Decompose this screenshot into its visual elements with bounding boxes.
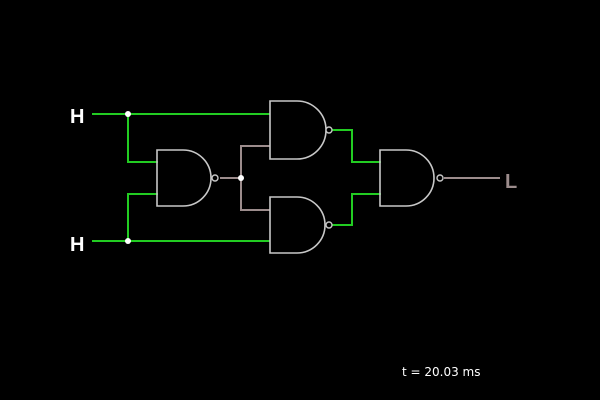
nand-gate-3[interactable] bbox=[269, 196, 333, 254]
nand-gate-2[interactable] bbox=[269, 100, 333, 160]
nand-gate-1[interactable] bbox=[156, 149, 219, 207]
nand-gate-4[interactable] bbox=[379, 149, 444, 207]
high-wires bbox=[92, 113, 381, 242]
wire-g2-to-g4 bbox=[332, 129, 381, 163]
junction-dot-b bbox=[125, 238, 131, 244]
wire-a-to-g1 bbox=[127, 114, 158, 163]
time-readout: t = 20.03 ms bbox=[402, 365, 481, 379]
wire-b-to-g1 bbox=[127, 193, 158, 241]
low-wires bbox=[220, 145, 500, 211]
input-a-label[interactable]: H bbox=[70, 106, 84, 128]
input-b-label[interactable]: H bbox=[70, 234, 84, 256]
output-label: L bbox=[505, 171, 517, 193]
junction-dot-mid bbox=[238, 175, 244, 181]
junction-dot-a bbox=[125, 111, 131, 117]
wire-g3-to-g4 bbox=[332, 193, 381, 226]
wire-g1-to-g2 bbox=[240, 145, 270, 178]
wire-g1-to-g3 bbox=[240, 178, 270, 211]
